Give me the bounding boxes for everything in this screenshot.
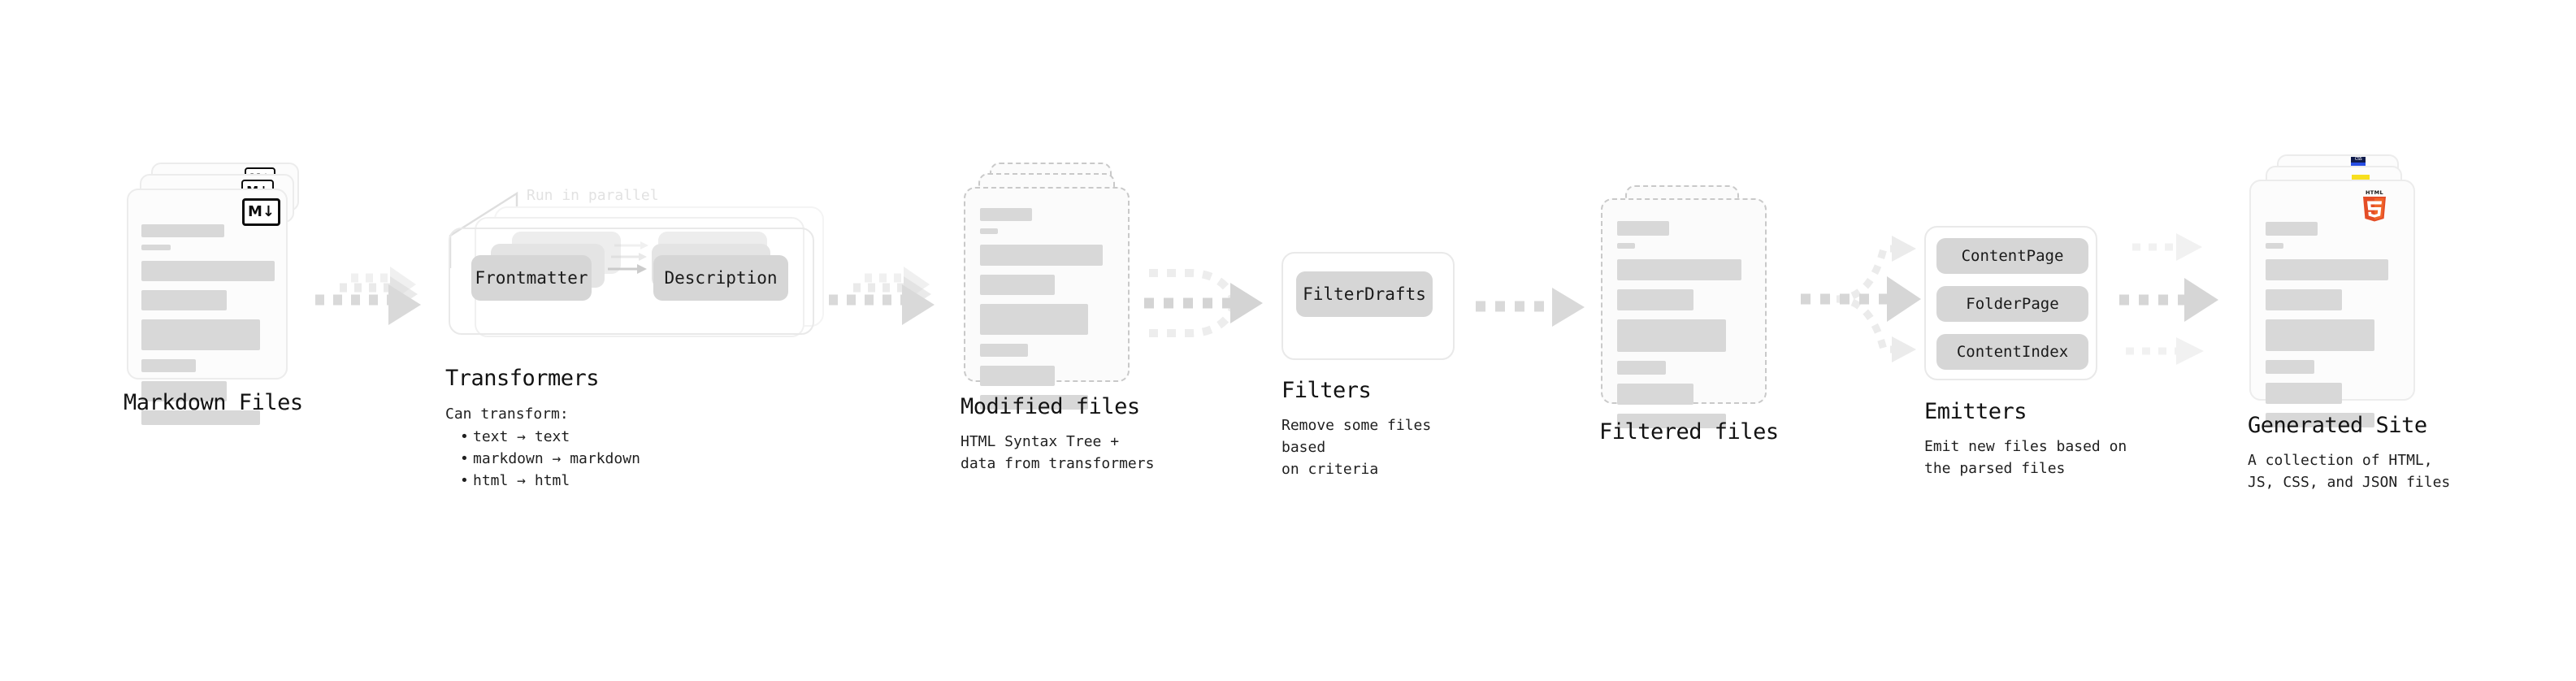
markdown-badge-front: M↓: [242, 198, 280, 226]
transformers-subtitle: Can transform:: [445, 406, 569, 423]
stage-filters: FilterDrafts Filters Remove some files b…: [1281, 252, 1468, 496]
modified-card-front: [964, 187, 1130, 410]
filtered-card-content: [1617, 221, 1754, 428]
stage-transformers: Run in parallel Fron: [445, 187, 827, 492]
generated-site-subtitle: A collection of HTML, JS, CSS, and JSON …: [2248, 452, 2451, 491]
connector-emitters-to-site: [2103, 229, 2257, 369]
svg-text:HTML: HTML: [2366, 189, 2383, 196]
css-badge: CSS: [2351, 157, 2366, 166]
connector-transformers-to-modified: [822, 267, 952, 333]
markdown-card-front: M↓: [127, 189, 288, 425]
filtered-card-front: [1601, 198, 1767, 428]
markdown-card-content: [141, 224, 275, 425]
css-badge-label: CSS: [2351, 157, 2366, 163]
stage-generated-site: CSS HTML: [2248, 154, 2491, 491]
markdown-files-title: Markdown Files: [124, 390, 303, 415]
transformers-inner-arrows: [608, 241, 648, 274]
generated-site-title: Generated Site: [2248, 413, 2427, 438]
emitters-chip-folderpage[interactable]: FolderPage: [1936, 286, 2088, 322]
filtered-file-stack: [1599, 185, 1786, 429]
site-card-content: [2266, 222, 2402, 427]
emitters-subtitle: Emit new files based on the parsed files: [1924, 438, 2127, 477]
filtered-files-title: Filtered files: [1599, 419, 1779, 445]
connector-filters-to-filtered: [1472, 286, 1601, 328]
transformers-title: Transformers: [445, 366, 600, 391]
stage-markdown-files: M↓ M↓ M↓ Markdown Files: [124, 163, 310, 425]
connector-filtered-to-emitters: [1786, 234, 1941, 364]
filters-subtitle: Remove some files based on criteria: [1281, 417, 1432, 478]
emitters-chip-contentpage[interactable]: ContentPage: [1936, 238, 2088, 274]
filters-chip-filterdrafts[interactable]: FilterDrafts: [1296, 271, 1433, 317]
generated-site-stack: CSS HTML: [2248, 154, 2459, 431]
site-card-front: HTML: [2249, 180, 2415, 427]
transformers-capability-item: text → text: [460, 426, 640, 448]
stage-emitters: ContentPage FolderPage ContentIndex Emit…: [1924, 226, 2136, 486]
emitters-group: ContentPage FolderPage ContentIndex: [1924, 226, 2097, 380]
transformers-chip-frontmatter[interactable]: Frontmatter: [471, 255, 592, 301]
stage-filtered-files: Filtered files: [1599, 185, 1811, 462]
modified-files-title: Modified files: [961, 394, 1140, 419]
connector-markdown-to-transformers: [309, 267, 439, 333]
modified-card-content: [980, 208, 1117, 410]
stage-modified-files: Modified files HTML Syntax Tree + data f…: [961, 163, 1172, 472]
modified-file-stack: [961, 163, 1147, 431]
transformers-group: [449, 228, 814, 335]
modified-files-subtitle: HTML Syntax Tree + data from transformer…: [961, 433, 1155, 472]
connector-modified-to-filters: [1139, 262, 1286, 345]
html5-icon: HTML: [2361, 188, 2388, 222]
transformers-capability-list: text → text markdown → markdown html → h…: [455, 426, 640, 492]
transformers-chip-description[interactable]: Description: [653, 255, 788, 301]
emitters-title: Emitters: [1924, 399, 2027, 424]
run-in-parallel-label: Run in parallel: [527, 187, 659, 204]
emitters-chip-contentindex[interactable]: ContentIndex: [1936, 334, 2088, 370]
filters-title: Filters: [1281, 378, 1372, 403]
markdown-file-stack: M↓ M↓ M↓: [124, 163, 310, 425]
transformers-capability-item: markdown → markdown: [460, 448, 640, 470]
filters-group: FilterDrafts: [1281, 252, 1455, 360]
transformers-capability-item: html → html: [460, 470, 640, 492]
